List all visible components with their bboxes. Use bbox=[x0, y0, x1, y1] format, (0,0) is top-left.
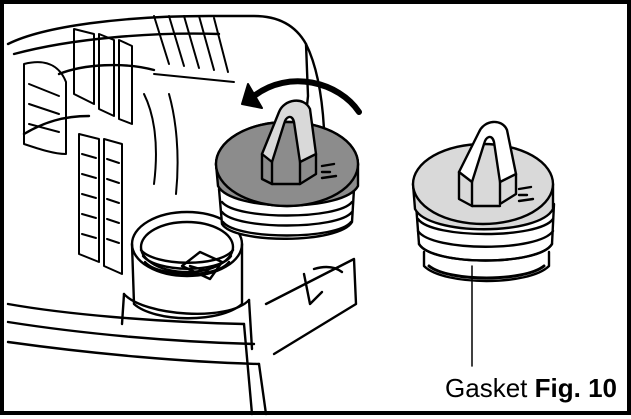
fuel-cap-on-tank bbox=[214, 99, 360, 240]
fuel-cap-removed bbox=[411, 120, 556, 367]
fuel-tank-opening bbox=[120, 210, 254, 351]
gasket-label: Gasket bbox=[445, 373, 528, 403]
rotate-arrow-icon bbox=[241, 78, 362, 115]
gasket bbox=[427, 264, 546, 280]
figure-number: Fig. 10 bbox=[534, 373, 617, 403]
figure-caption: Gasket Fig. 10 bbox=[445, 375, 617, 401]
cooling-fins bbox=[23, 15, 235, 275]
fuel-cap-illustration bbox=[6, 14, 556, 416]
engine-housing bbox=[6, 14, 358, 416]
